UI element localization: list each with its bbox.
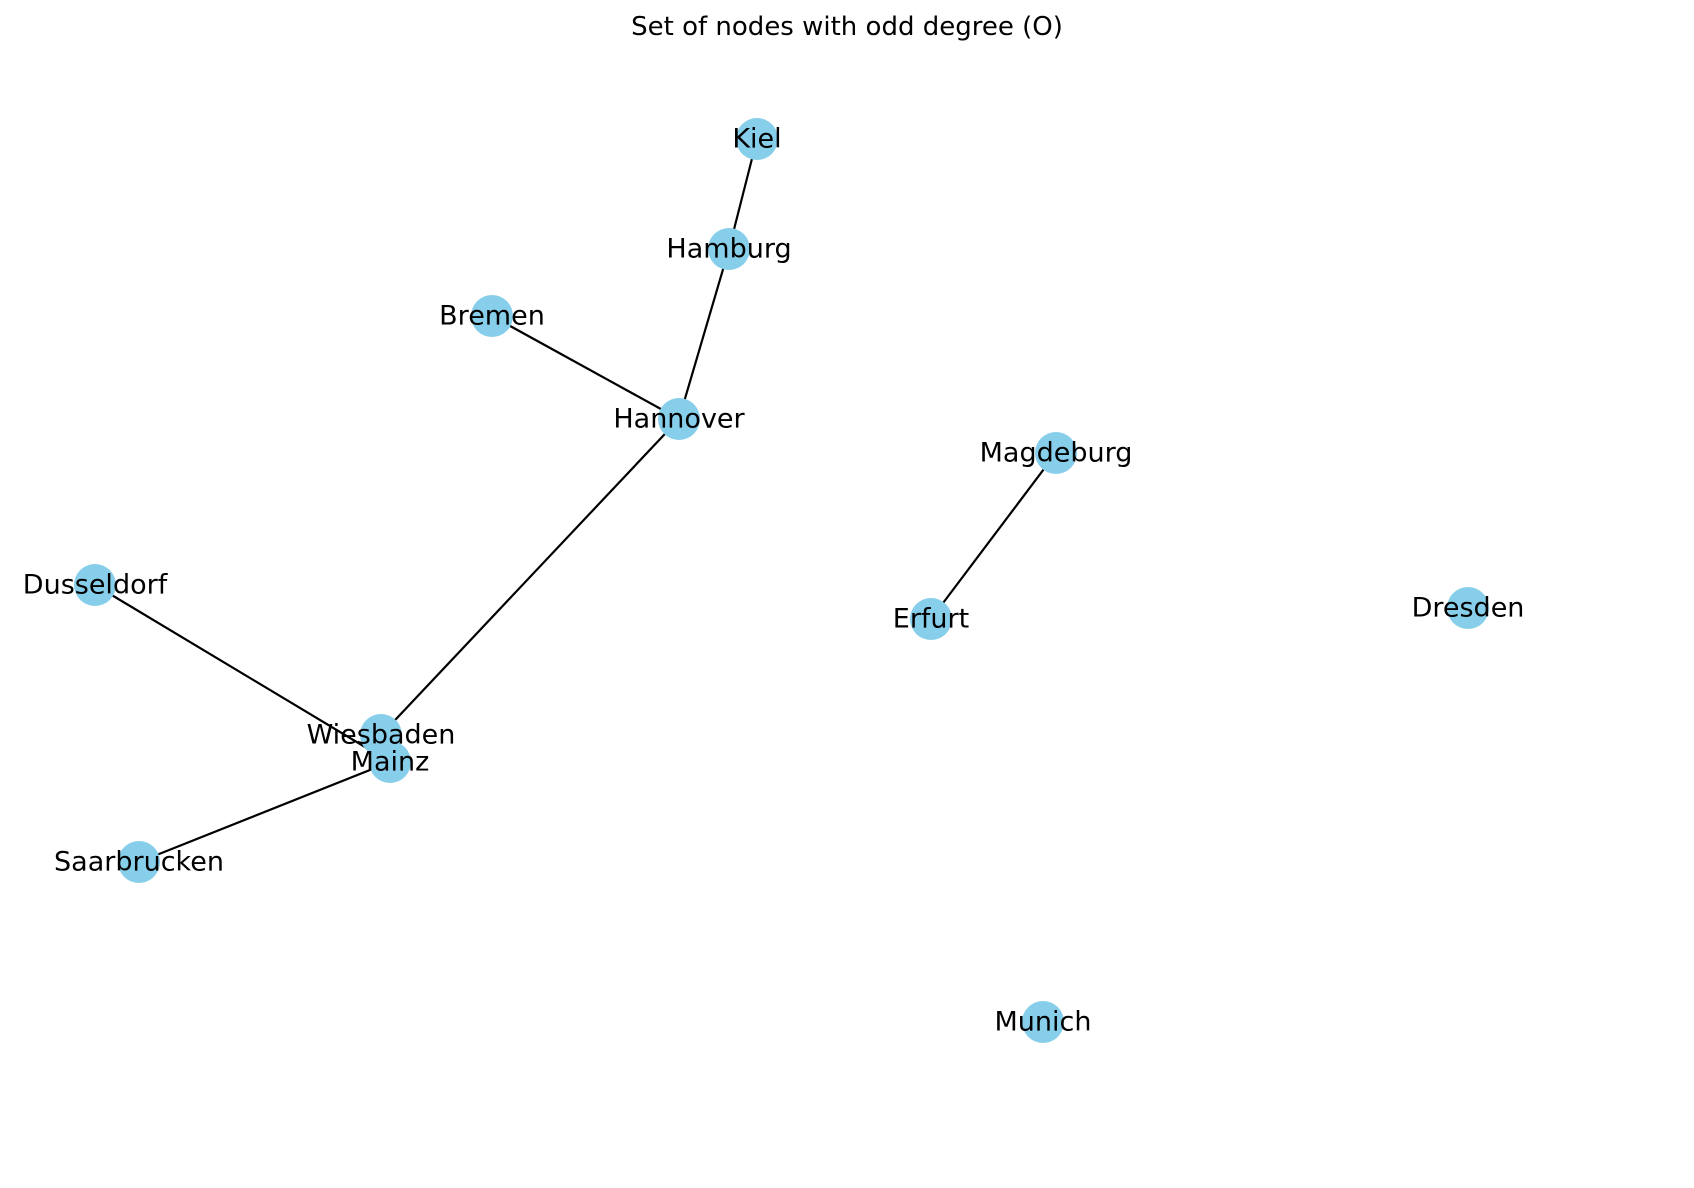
- page-title: Set of nodes with odd degree (O): [631, 12, 1063, 42]
- graph-node-kiel[interactable]: [736, 118, 778, 160]
- graph-node-dresden[interactable]: [1447, 587, 1489, 629]
- graph-node-dusseldorf[interactable]: [74, 564, 116, 606]
- graph-node-bremen[interactable]: [471, 295, 513, 337]
- graph-node-label-kiel: Kiel: [732, 123, 782, 155]
- graph-node-label-erfurt: Erfurt: [892, 603, 970, 635]
- graph-edge: [380, 418, 680, 736]
- graph-edge: [930, 452, 1057, 620]
- graph-node-label-mainz: Mainz: [350, 746, 430, 778]
- graph-node-label-munich: Munich: [994, 1006, 1092, 1038]
- graph-node-label-dresden: Dresden: [1411, 592, 1525, 624]
- graph-node-label-bremen: Bremen: [439, 300, 545, 332]
- graph-node-hannover[interactable]: [658, 398, 700, 440]
- graph-node-erfurt[interactable]: [910, 598, 952, 640]
- graph-node-label-hannover: Hannover: [613, 403, 745, 435]
- graph-node-label-wiesbaden: Wiesbaden: [306, 719, 456, 751]
- graph-node-mainz[interactable]: [369, 741, 411, 783]
- graph-node-label-magdeburg: Magdeburg: [979, 437, 1133, 469]
- graph-node-label-saarbrucken: Saarbrucken: [54, 846, 224, 878]
- graph-node-label-hamburg: Hamburg: [666, 233, 792, 265]
- graph-node-munich[interactable]: [1022, 1001, 1064, 1043]
- graph-edge: [138, 760, 391, 864]
- graph-edge: [94, 584, 391, 763]
- graph-node-magdeburg[interactable]: [1035, 432, 1077, 474]
- graph-node-hamburg[interactable]: [708, 228, 750, 270]
- graph-edge: [677, 248, 731, 420]
- graph-node-saarbrucken[interactable]: [118, 841, 160, 883]
- graph-edge: [491, 315, 680, 420]
- graph-node-label-dusseldorf: Dusseldorf: [22, 569, 168, 601]
